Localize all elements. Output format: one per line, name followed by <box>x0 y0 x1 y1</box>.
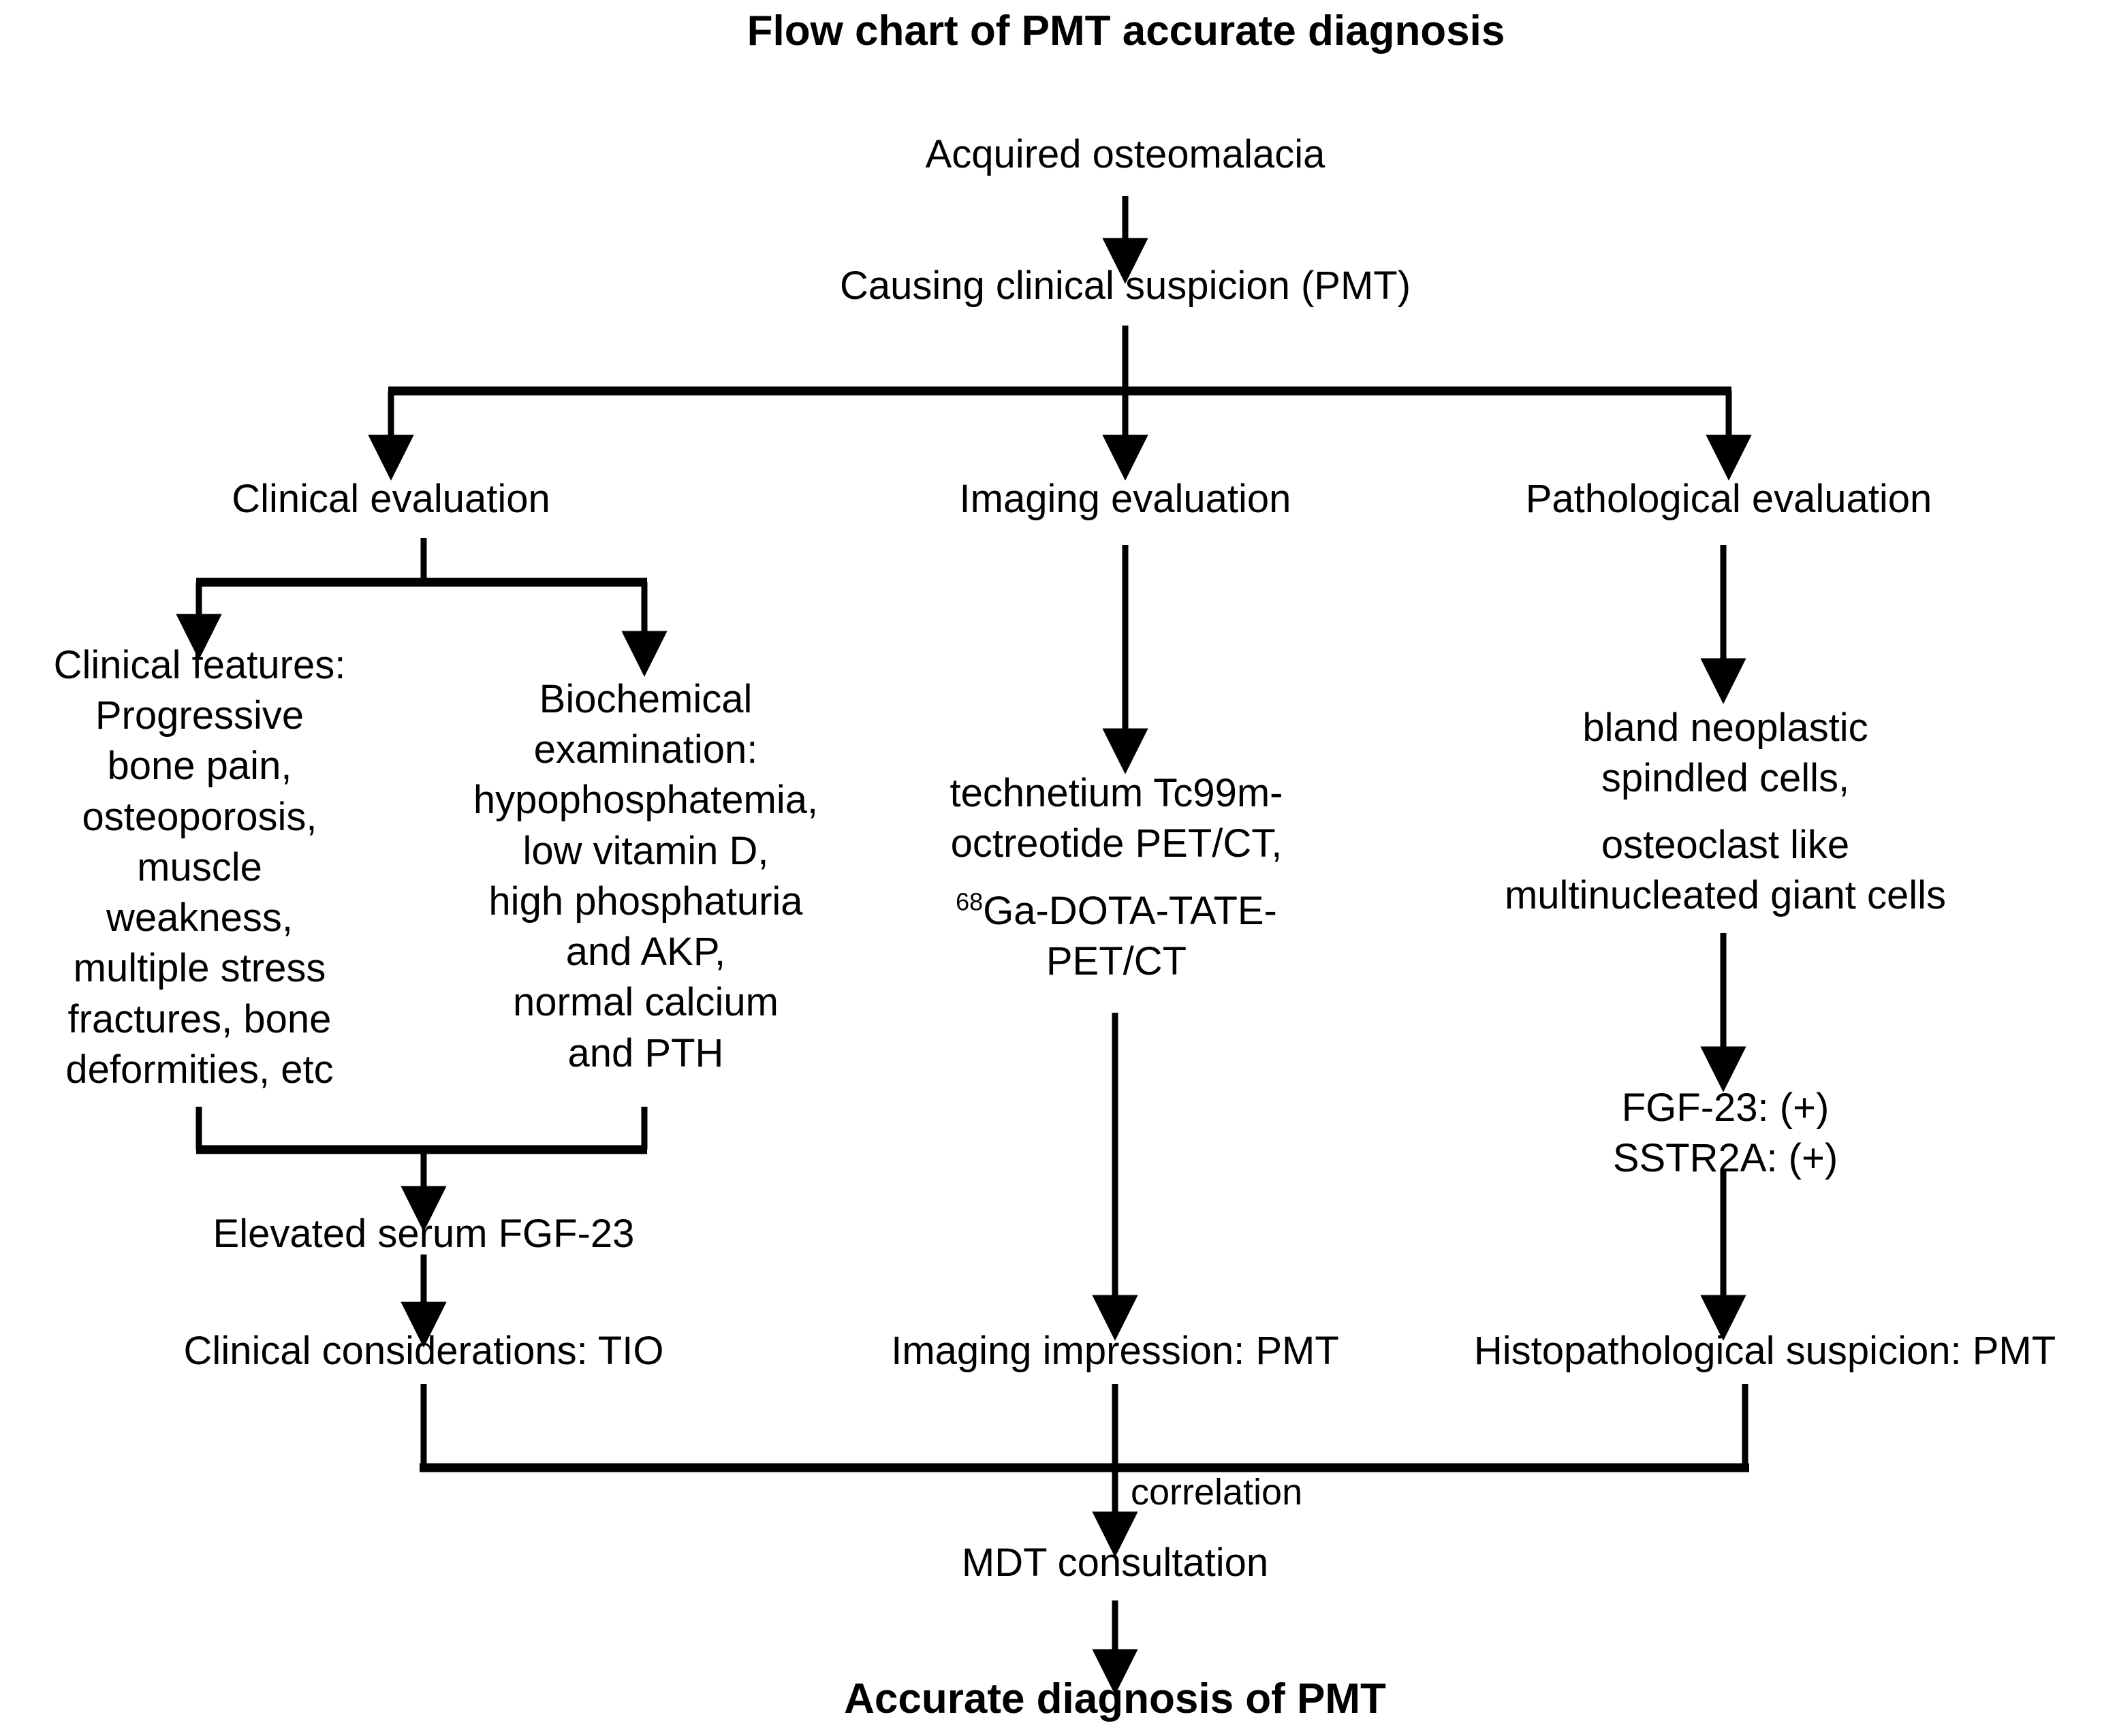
edge-label-correlation: correlation <box>1131 1472 1303 1513</box>
node-histopathological-suspicion: Histopathological suspicion: PMT <box>1473 1329 2056 1373</box>
node-biochemical-examination: Biochemical examination: hypophosphatemi… <box>473 677 819 1075</box>
node-pathological-evaluation: Pathological evaluation <box>1525 477 1932 521</box>
node-clinical-features: Clinical features: Progressive bone pain… <box>53 643 346 1092</box>
node-ihc-markers: FGF-23: (+) SSTR2A: (+) <box>1485 1083 1966 1184</box>
imaging-modalities-line-3: 68Ga-DOTA-TATE- <box>911 886 1322 936</box>
node-imaging-impression: Imaging impression: PMT <box>891 1329 1339 1373</box>
imaging-modalities-line-4: PET/CT <box>1046 939 1187 984</box>
ihc-marker-sstr2a: SSTR2A: (+) <box>1612 1136 1838 1181</box>
imaging-modalities-spacer <box>911 869 1322 885</box>
pathology-findings-line-4: multinucleated giant cells <box>1504 872 1947 917</box>
node-clinical-considerations: Clinical considerations: TIO <box>183 1329 664 1373</box>
node-pathology-findings: bland neoplastic spindled cells, osteocl… <box>1484 703 1967 921</box>
imaging-modalities-line-2: octreotide PET/CT, <box>950 821 1283 866</box>
pathology-findings-spacer <box>1484 804 1967 819</box>
node-acquired-osteomalacia: Acquired osteomalacia <box>925 132 1325 176</box>
node-imaging-evaluation: Imaging evaluation <box>959 477 1291 521</box>
node-imaging-modalities: technetium Tc99m- octreotide PET/CT, 68G… <box>911 768 1322 987</box>
node-elevated-serum-fgf23: Elevated serum FGF-23 <box>213 1212 635 1256</box>
imaging-modalities-line-1: technetium Tc99m- <box>950 771 1283 815</box>
node-mdt-consultation: MDT consultation <box>961 1541 1269 1585</box>
figure-title: Flow chart of PMT accurate diagnosis <box>747 7 1505 54</box>
imaging-modalities-line-3-text: Ga-DOTA-TATE- <box>983 888 1277 933</box>
node-clinical-evaluation: Clinical evaluation <box>232 477 550 521</box>
pathology-findings-line-3: osteoclast like <box>1601 822 1850 867</box>
pathology-findings-line-1: bland neoplastic <box>1582 706 1868 750</box>
ihc-marker-fgf23: FGF-23: (+) <box>1621 1086 1830 1130</box>
pathology-findings-line-2: spindled cells, <box>1601 756 1850 801</box>
isotope-superscript: 68 <box>956 887 984 916</box>
node-causing-clinical-suspicion: Causing clinical suspicion (PMT) <box>839 264 1411 308</box>
node-accurate-diagnosis-of-pmt: Accurate diagnosis of PMT <box>844 1675 1386 1722</box>
